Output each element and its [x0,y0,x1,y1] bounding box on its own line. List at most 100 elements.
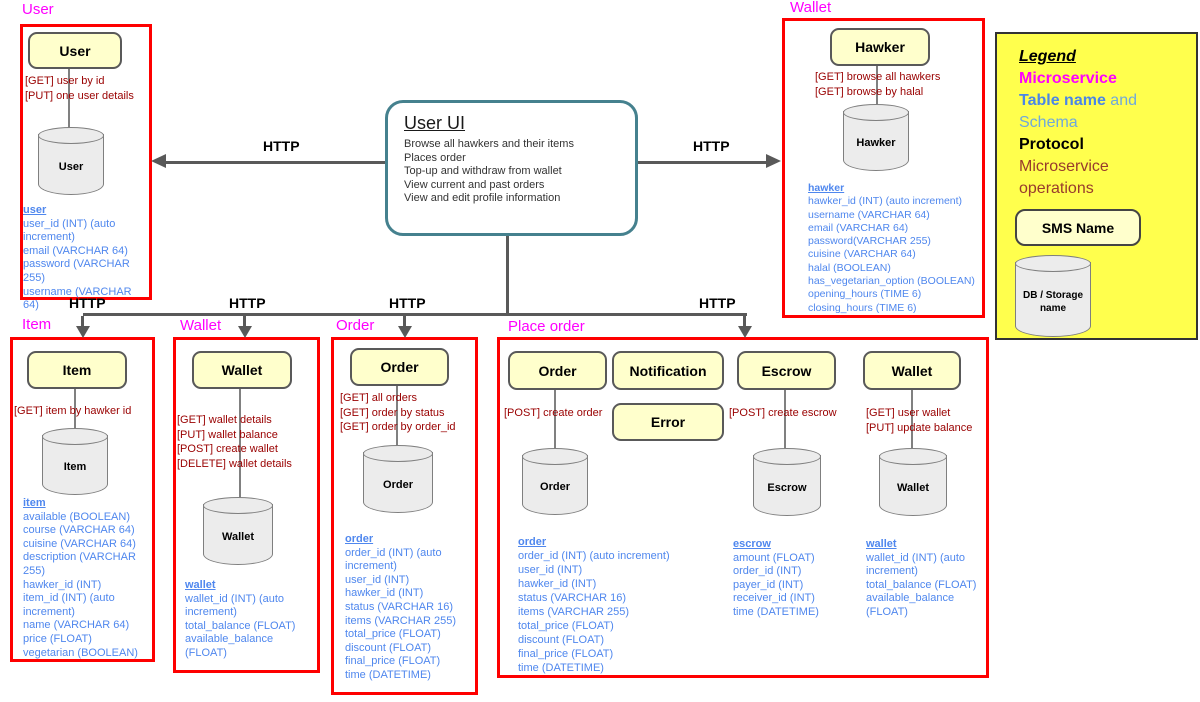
bus-stem-order [403,316,406,327]
service-box-error: Error [612,403,724,441]
schema-field: time (DATETIME) [733,605,819,618]
legend-and: and [1105,92,1137,109]
cylinder-top [38,127,104,144]
cylinder-body [203,504,273,565]
schema-field: user_id (INT) (auto increment) [23,217,116,244]
cylinder-body [1015,262,1091,337]
http-label: HTTP [693,138,730,154]
db-cylinder-user: User [38,127,104,195]
schema-field: halal (BOOLEAN) [808,261,891,274]
schema-field: vegetarian (BOOLEAN) [23,646,138,659]
schema-field: email (VARCHAR 64) [23,244,128,257]
http-label: HTTP [229,295,266,311]
user-ui-title: User UI [404,113,466,133]
db-cylinder-escrow: Escrow [753,448,821,516]
line-ui-to-hawker [632,161,767,164]
ui-function-line: Places order [404,151,466,164]
cylinder-body [42,435,108,495]
schema-field: receiver_id (INT) [733,592,815,605]
op-line: [GET] user by id [25,75,105,87]
schema-fields: available (BOOLEAN)course (VARCHAR 64)cu… [23,511,146,661]
op-line: [GET] order by status [340,406,445,419]
bus-stem-place-order [743,316,746,327]
schema-field: total_price (FLOAT) [518,620,614,632]
service-box-user: User [28,32,122,69]
http-label: HTTP [263,138,300,154]
service-box-wallet: Wallet [192,351,292,389]
schema-field: available_balance (FLOAT) [866,592,955,618]
op-line: [GET] all orders [340,392,418,404]
op-line: [PUT] wallet balance [177,428,278,441]
db-cylinder-po-wallet: Wallet [879,448,947,516]
schema-user: user user_id (INT) (auto increment)email… [23,204,145,313]
schema-field: hawker_id (INT) [345,587,424,600]
schema-field: username (VARCHAR 64) [808,208,930,221]
op-line: [PUT] update balance [866,421,973,434]
cylinder-top [843,104,909,121]
table-name: hawker [808,182,845,194]
schema-field: opening_hours (TIME 6) [808,288,922,301]
ops-escrow: [POST] create escrow [729,406,849,421]
schema-field: final_price (FLOAT) [518,648,614,660]
cylinder-top [522,448,588,465]
schema-field: cuisine (VARCHAR 64) [808,248,916,261]
schema-field: cuisine (VARCHAR 64) [23,537,136,550]
db-name: Hawker [856,137,896,149]
cylinder-top [753,448,821,465]
arrowhead-left-icon [151,154,166,168]
schema-field: payer_id (INT) [733,578,804,591]
ops-item: [GET] item by hawker id [14,404,150,419]
schema-field: status (VARCHAR 16) [345,600,453,613]
section-box-place-order [497,337,989,678]
schema-field: hawker_id (INT) [518,578,597,590]
legend-table-name: Table name [1019,92,1106,109]
schema-field: final_price (FLOAT) [345,655,441,668]
service-box-po-wallet: Wallet [863,351,961,390]
section-box-order [331,337,478,695]
schema-field: course (VARCHAR 64) [23,524,135,537]
schema-field: hawker_id (INT) [23,578,102,591]
schema-hawker: hawker hawker_id (INT) (auto increment)u… [808,182,978,315]
schema-field: available (BOOLEAN) [23,510,130,523]
section-tag-order: Order [336,317,375,334]
schema-field: total_price (FLOAT) [345,628,441,641]
op-line: [GET] browse by halal [815,85,924,98]
schema-field: order_id (INT) (auto increment) [518,550,670,562]
arrowhead-down-icon [238,326,252,338]
schema-field: item_id (INT) (auto increment) [23,592,115,618]
legend-table-and: Table name and [1019,90,1179,112]
ops-po-order: [POST] create order [504,406,616,421]
arrowhead-right-icon [766,154,781,168]
schema-wallet: wallet wallet_id (INT) (auto increment)t… [185,579,309,661]
cylinder-body [843,111,909,171]
section-box-user [20,24,152,300]
schema-item: item available (BOOLEAN)course (VARCHAR … [23,497,146,660]
schema-fields: hawker_id (INT) (auto increment)username… [808,195,978,315]
schema-po-order: order order_id (INT) (auto increment)use… [518,535,706,675]
db-name: Escrow [767,481,807,494]
op-line: [GET] browse all hawkers [815,71,941,83]
legend-panel: Legend Microservice Table name and Schem… [995,32,1198,340]
schema-field: name (VARCHAR 64) [23,619,130,632]
table-name: order [518,536,547,548]
legend-schema: Schema [1019,114,1078,131]
db-name: Order [540,481,570,493]
section-tag-hawker: Wallet [790,0,832,16]
table-name: wallet [866,538,897,550]
cylinder-body [363,452,433,513]
op-line: [GET] wallet details [177,414,272,426]
schema-field: password(VARCHAR 255) [808,235,931,248]
ui-function-line: View current and past orders [404,178,545,191]
cylinder-top [879,448,947,465]
db-name: Order [383,478,413,491]
cylinder-body [38,134,104,195]
legend-db-cylinder: DB / Storage name [1015,255,1091,337]
connector-po-wallet [911,385,913,448]
legend-operations: Microservice operations [1019,158,1109,197]
table-name: escrow [733,538,771,550]
section-tag-wallet: Wallet [180,317,222,334]
schema-field: time (DATETIME) [518,662,604,674]
schema-order: order order_id (INT) (auto increment)use… [345,533,467,683]
schema-po-wallet: wallet wallet_id (INT) (auto increment)t… [866,538,986,620]
